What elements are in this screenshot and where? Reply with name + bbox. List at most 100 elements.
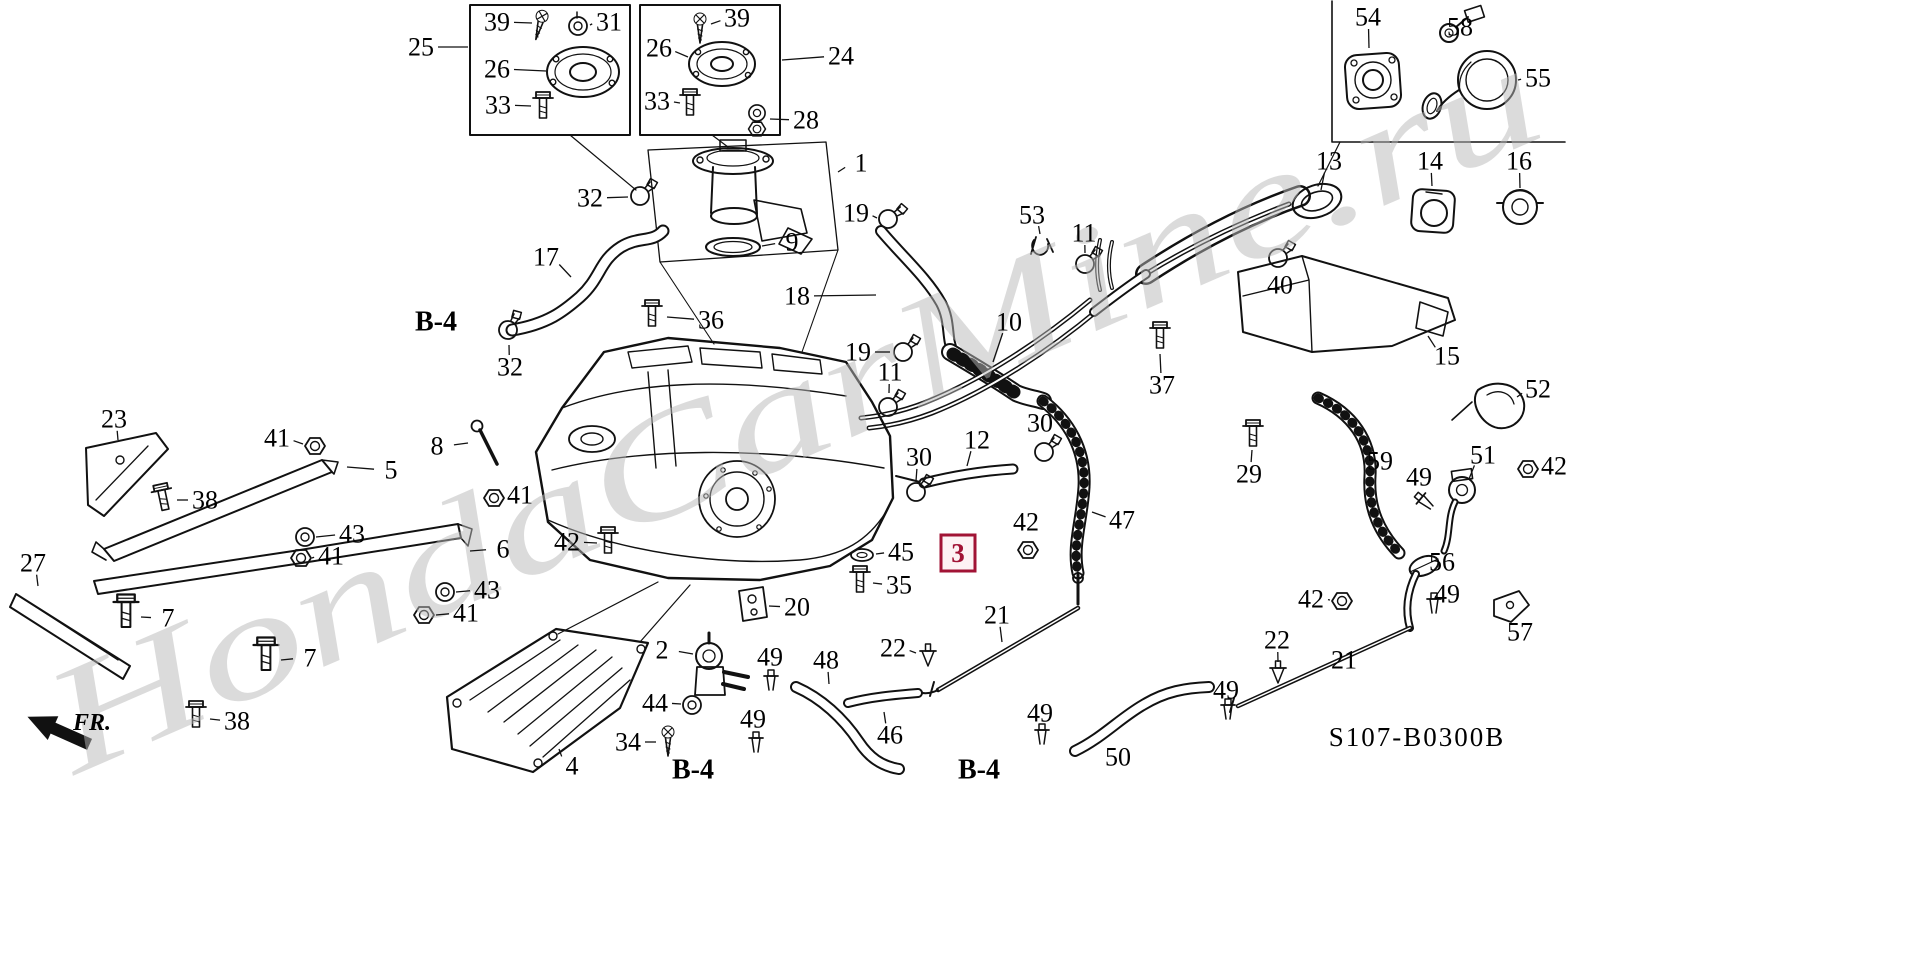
part-label-41[interactable]: 41 [264, 424, 290, 453]
part-label-45[interactable]: 45 [888, 538, 914, 567]
part-label-33[interactable]: 33 [644, 87, 670, 116]
nut-part [304, 437, 326, 455]
nut-part [1331, 592, 1353, 610]
part-label-42[interactable]: 42 [554, 528, 580, 557]
highlighted-part-box[interactable] [939, 533, 977, 573]
part-label-53[interactable]: 53 [1019, 201, 1045, 230]
highlighted-part-label[interactable]: 3 [951, 538, 965, 568]
part-label-49[interactable]: 49 [1434, 580, 1460, 609]
part-label-39[interactable]: 39 [724, 4, 750, 33]
part-label-49[interactable]: 49 [757, 643, 783, 672]
part-label-23[interactable]: 23 [101, 405, 127, 434]
part-label-29[interactable]: 29 [1236, 460, 1262, 489]
part-label-50[interactable]: 50 [1105, 743, 1131, 772]
part-label-42[interactable]: 42 [1541, 452, 1567, 481]
part-label-43[interactable]: 43 [474, 576, 500, 605]
part-label-38[interactable]: 38 [192, 486, 218, 515]
part-label-58[interactable]: 58 [1447, 13, 1473, 42]
leader-line-18 [813, 294, 877, 297]
part-label-56[interactable]: 56 [1429, 548, 1455, 577]
part-label-33[interactable]: 33 [485, 91, 511, 120]
clip-53 [1030, 236, 1054, 256]
part-label-7[interactable]: 7 [162, 604, 175, 633]
part-label-22[interactable]: 22 [880, 634, 906, 663]
part-label-10[interactable]: 10 [996, 308, 1022, 337]
part-label-6[interactable]: 6 [497, 535, 510, 564]
part-label-51[interactable]: 51 [1470, 441, 1496, 470]
part-label-21[interactable]: 21 [1331, 646, 1357, 675]
part-label-18[interactable]: 18 [784, 282, 810, 311]
part-label-49[interactable]: 49 [1027, 699, 1053, 728]
part-label-11[interactable]: 11 [1071, 219, 1096, 248]
part-label-26[interactable]: 26 [646, 34, 672, 63]
part-label-25[interactable]: 25 [408, 33, 434, 62]
part-label-28[interactable]: 28 [793, 106, 819, 135]
part-label-2[interactable]: 2 [656, 636, 669, 665]
part-label-46[interactable]: 46 [877, 721, 903, 750]
part-label-48[interactable]: 48 [813, 646, 839, 675]
part-label-32[interactable]: 32 [577, 184, 603, 213]
leader-line-29 [1250, 449, 1253, 463]
leader-line-7 [140, 616, 152, 619]
part-label-16[interactable]: 16 [1506, 147, 1532, 176]
leader-line-15 [1427, 335, 1436, 348]
part-label-35[interactable]: 35 [886, 571, 912, 600]
part-label-4[interactable]: 4 [566, 752, 579, 781]
ref-label-b4[interactable]: B-4 [415, 307, 457, 338]
part-label-7[interactable]: 7 [304, 644, 317, 673]
part-label-42[interactable]: 42 [1013, 508, 1039, 537]
part-label-36[interactable]: 36 [698, 306, 724, 335]
part-label-26[interactable]: 26 [484, 55, 510, 84]
part-label-41[interactable]: 41 [507, 481, 533, 510]
part-label-40[interactable]: 40 [1267, 271, 1293, 300]
part-label-22[interactable]: 22 [1264, 626, 1290, 655]
part-label-37[interactable]: 37 [1149, 371, 1175, 400]
part-label-21[interactable]: 21 [984, 601, 1010, 630]
part-label-49[interactable]: 49 [1213, 676, 1239, 705]
part-label-43[interactable]: 43 [339, 520, 365, 549]
ref-label-b4[interactable]: B-4 [958, 755, 1000, 786]
part-label-42[interactable]: 42 [1298, 585, 1324, 614]
part-label-13[interactable]: 13 [1316, 147, 1342, 176]
leader-line-26 [513, 68, 547, 72]
part-label-34[interactable]: 34 [615, 728, 641, 757]
part-label-32[interactable]: 32 [497, 353, 523, 382]
part-label-52[interactable]: 52 [1525, 375, 1551, 404]
part-label-17[interactable]: 17 [533, 243, 559, 272]
part-label-20[interactable]: 20 [784, 593, 810, 622]
part-label-49[interactable]: 49 [740, 705, 766, 734]
leader-line-41 [435, 613, 450, 616]
part-label-38[interactable]: 38 [224, 707, 250, 736]
part-label-31[interactable]: 31 [596, 8, 622, 37]
part-label-5[interactable]: 5 [385, 456, 398, 485]
part-label-12[interactable]: 12 [964, 426, 990, 455]
part-label-19[interactable]: 19 [843, 199, 869, 228]
part-label-41[interactable]: 41 [453, 599, 479, 628]
part-label-1[interactable]: 1 [855, 149, 868, 178]
part-label-47[interactable]: 47 [1109, 506, 1135, 535]
part-label-15[interactable]: 15 [1434, 342, 1460, 371]
screw-part [661, 725, 675, 757]
part-label-11[interactable]: 11 [877, 358, 902, 387]
screw-part [693, 12, 707, 44]
part-label-14[interactable]: 14 [1417, 147, 1443, 176]
leader-line-10 [992, 332, 1004, 363]
ref-label-b4[interactable]: B-4 [672, 755, 714, 786]
part-label-30[interactable]: 30 [906, 443, 932, 472]
hose-18 [875, 225, 959, 358]
leader-line-46 [883, 711, 887, 724]
part-label-59[interactable]: 59 [1367, 447, 1393, 476]
part-label-41[interactable]: 41 [318, 542, 344, 571]
part-label-9[interactable]: 9 [786, 228, 799, 257]
part-label-8[interactable]: 8 [431, 432, 444, 461]
part-label-39[interactable]: 39 [484, 8, 510, 37]
part-label-57[interactable]: 57 [1507, 618, 1533, 647]
part-label-55[interactable]: 55 [1525, 64, 1551, 93]
part-label-19[interactable]: 19 [845, 338, 871, 367]
part-label-49[interactable]: 49 [1406, 463, 1432, 492]
part-label-44[interactable]: 44 [642, 689, 668, 718]
part-label-30[interactable]: 30 [1027, 409, 1053, 438]
part-label-54[interactable]: 54 [1355, 3, 1381, 32]
part-label-24[interactable]: 24 [828, 42, 854, 71]
part-label-27[interactable]: 27 [20, 549, 46, 578]
